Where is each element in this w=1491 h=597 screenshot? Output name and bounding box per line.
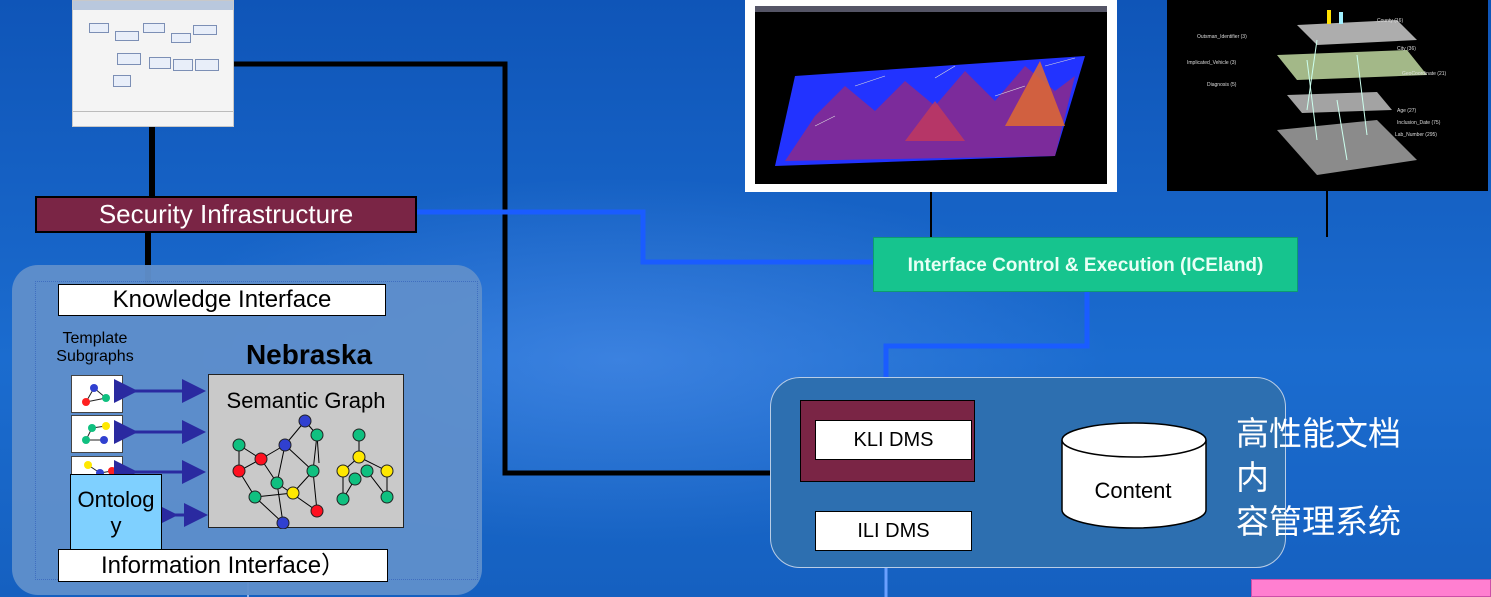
ice-to-kli-link <box>883 292 1090 400</box>
semantic-graph-box <box>208 374 404 529</box>
system-name-line2: 容管理系统 <box>1236 502 1401 541</box>
svg-text:Outsman_Identifier (3): Outsman_Identifier (3) <box>1197 34 1247 40</box>
ontology-label-line2: y <box>110 513 122 538</box>
knowledge-interface-box: Knowledge Interface <box>58 284 386 316</box>
kli-dms-box: KLI DMS <box>815 420 972 460</box>
template-label-line2: Subgraphs <box>56 348 134 365</box>
nebraska-title: Nebraska <box>245 339 373 370</box>
semantic-graph-label: Semantic Graph <box>226 388 386 413</box>
layered-graph-image: Outsman_Identifier (3) Implicated_Vehicl… <box>1187 10 1447 175</box>
layered-graph-visualization: Outsman_Identifier (3) Implicated_Vehicl… <box>1167 0 1488 191</box>
content-database-icon <box>1061 422 1207 529</box>
svg-text:Age (27): Age (27) <box>1397 108 1417 114</box>
content-label: Content <box>1094 478 1172 503</box>
svg-text:County (16): County (16) <box>1377 18 1403 24</box>
system-name-text: 高性能文档内 容管理系统 <box>1236 412 1416 544</box>
svg-text:Inclusion_Date (75): Inclusion_Date (75) <box>1397 120 1441 126</box>
ili-dms-box: ILI DMS <box>815 511 972 551</box>
security-to-ice-link <box>417 209 873 265</box>
svg-text:Lab_Number (295): Lab_Number (295) <box>1395 132 1437 138</box>
svg-text:GeoCoordinate (21): GeoCoordinate (21) <box>1402 71 1447 77</box>
ontology-box: Ontolog y <box>70 474 162 552</box>
3d-surface-image <box>755 6 1107 166</box>
system-name-line1: 高性能文档内 <box>1236 414 1401 497</box>
gui-to-dms-line <box>234 61 770 476</box>
gui-screenshot-thumbnail <box>72 0 234 127</box>
svg-text:City (36): City (36) <box>1397 46 1416 52</box>
semantic-graph-network <box>232 414 394 529</box>
ice-land-box: Interface Control & Execution (ICEland) <box>873 237 1298 292</box>
ontology-label-line1: Ontolog <box>77 487 155 512</box>
template-subgraphs-label: Template Subgraphs <box>50 330 140 366</box>
template-subgraph-2 <box>71 415 123 453</box>
template-label-line1: Template <box>62 330 128 347</box>
pink-box <box>1251 579 1491 597</box>
3d-surface-visualization <box>745 0 1117 192</box>
information-interface-box: Information Interface） <box>58 549 388 582</box>
svg-text:Diagnosis (5): Diagnosis (5) <box>1207 82 1237 88</box>
security-infrastructure-box: Security Infrastructure <box>35 196 417 233</box>
svg-text:Implicated_Vehicle (3): Implicated_Vehicle (3) <box>1187 60 1237 66</box>
